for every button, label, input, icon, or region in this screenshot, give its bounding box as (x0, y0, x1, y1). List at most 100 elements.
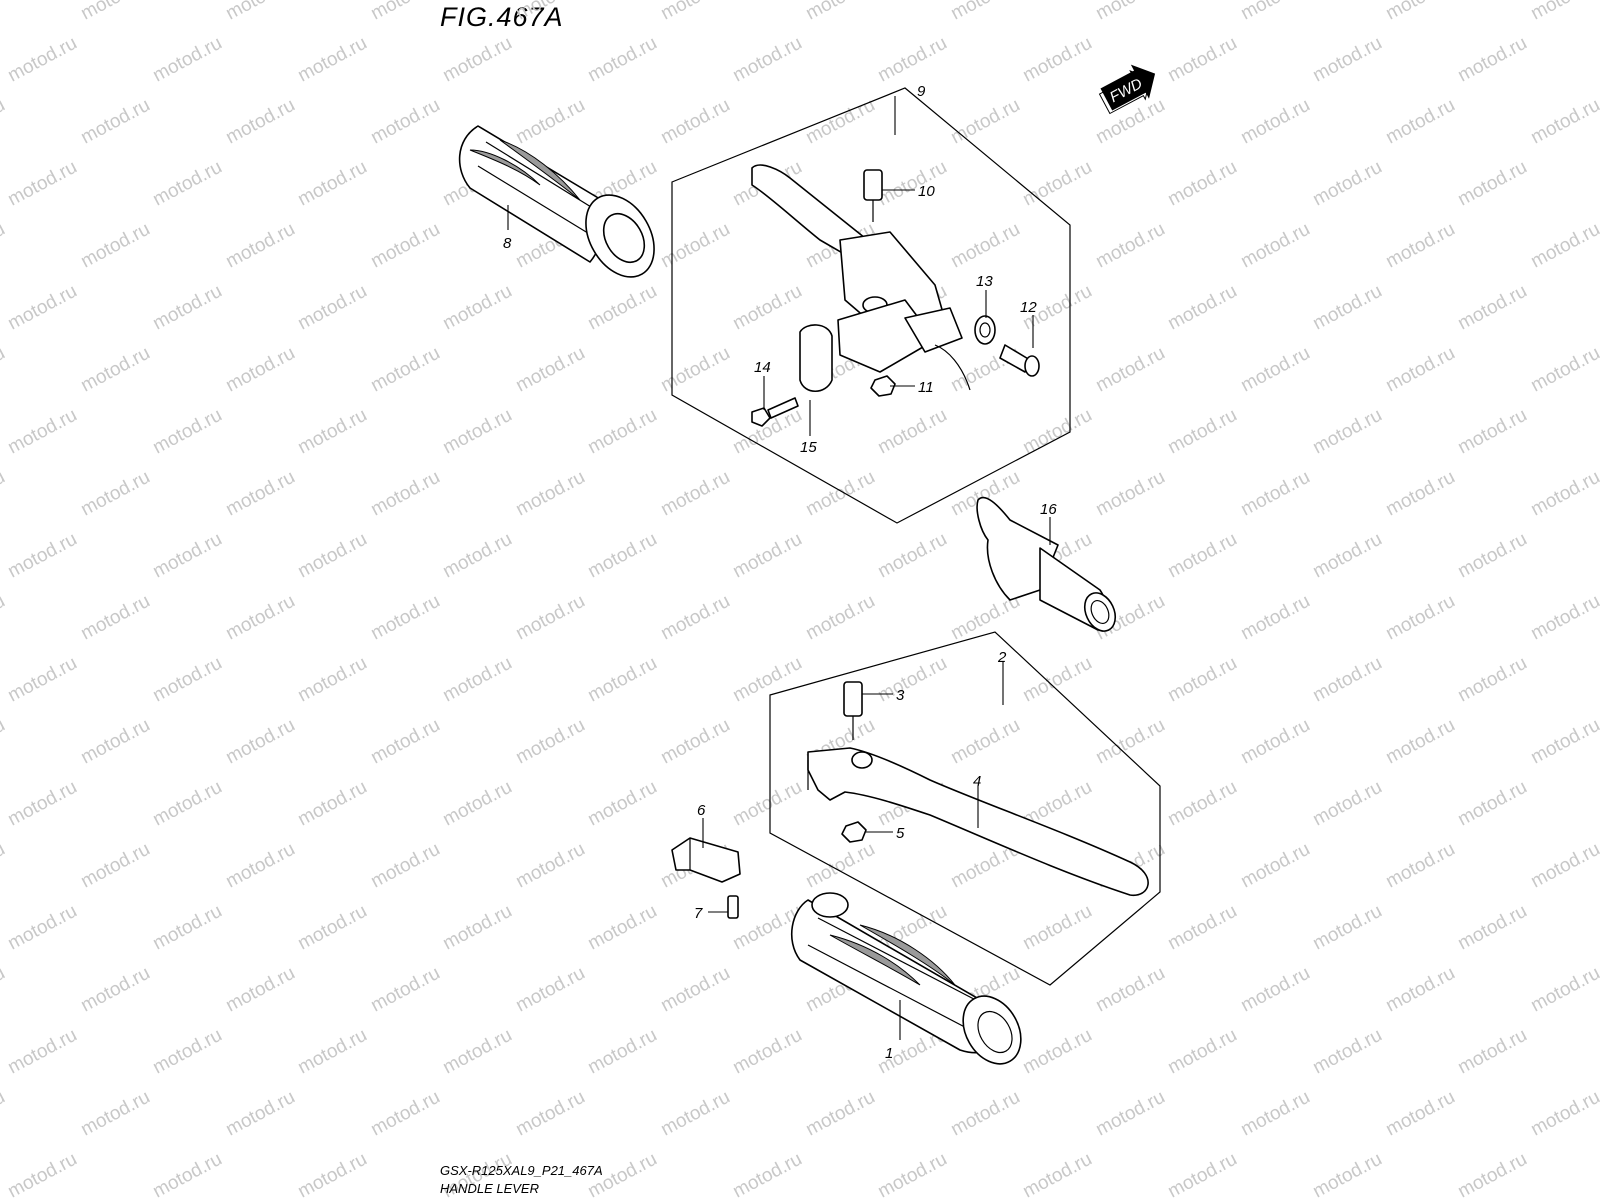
pivot-bolt-upper-part (863, 169, 883, 222)
assembly-2-frame (769, 631, 1161, 986)
watermark-text: motod.ru (1092, 467, 1168, 521)
callout-labels: 1 2 3 4 5 6 7 8 9 10 11 12 13 14 15 16 (503, 83, 1057, 1062)
watermark-text: motod.ru (294, 1149, 370, 1200)
watermark-text: motod.ru (222, 219, 298, 273)
watermark-text: motod.ru (4, 529, 80, 583)
watermark-text: motod.ru (4, 901, 80, 955)
watermark-text: motod.ru (1309, 777, 1385, 831)
watermark-text: motod.ru (1309, 1025, 1385, 1079)
watermark-text: motod.ru (222, 591, 298, 645)
watermark-text: motod.ru (439, 901, 515, 955)
watermark-text: motod.ru (0, 467, 9, 521)
watermark-text: motod.ru (947, 1087, 1023, 1141)
watermark-text: motod.ru (294, 157, 370, 211)
watermark-text: motod.ru (512, 1087, 588, 1141)
watermark-text: motod.ru (1164, 901, 1240, 955)
watermark-text: motod.ru (1454, 281, 1530, 335)
watermark-text: motod.ru (1309, 901, 1385, 955)
watermark-text: motod.ru (1309, 529, 1385, 583)
watermark-text: motod.ru (1382, 715, 1458, 769)
watermark-text: motod.ru (1382, 963, 1458, 1017)
watermark-text: motod.ru (222, 343, 298, 397)
watermark-text: motod.ru (1454, 653, 1530, 707)
watermark-text: motod.ru (222, 715, 298, 769)
watermark-text: motod.ru (1019, 1149, 1095, 1200)
watermark-text: motod.ru (77, 343, 153, 397)
watermark-text: motod.ru (4, 281, 80, 335)
watermark-text: motod.ru (149, 33, 225, 87)
watermark-text: motod.ru (439, 777, 515, 831)
watermark-text: motod.ru (0, 591, 9, 645)
callout-7: 7 (694, 905, 703, 922)
nut-5-part (841, 821, 867, 843)
watermark-text: motod.ru (584, 653, 660, 707)
watermark-text: motod.ru (802, 467, 878, 521)
watermark-text: motod.ru (0, 963, 9, 1017)
watermark-text: motod.ru (1237, 343, 1313, 397)
callout-12: 12 (1020, 299, 1037, 316)
watermark-text: motod.ru (0, 0, 9, 24)
leader-lines (507, 96, 1051, 1040)
watermark-text: motod.ru (584, 33, 660, 87)
watermark-text: motod.ru (77, 591, 153, 645)
watermark-text: motod.ru (294, 653, 370, 707)
watermark-text: motod.ru (1454, 529, 1530, 583)
watermark-text: motod.ru (657, 0, 733, 24)
watermark-text: motod.ru (4, 157, 80, 211)
watermark-text: motod.ru (149, 901, 225, 955)
watermark-text: motod.ru (1527, 591, 1600, 645)
watermark-text: motod.ru (1382, 219, 1458, 273)
watermark-text: motod.ru (1527, 715, 1600, 769)
callout-1: 1 (885, 1045, 893, 1062)
watermark-text: motod.ru (584, 777, 660, 831)
watermark-text: motod.ru (729, 777, 805, 831)
watermark-text: motod.ru (512, 963, 588, 1017)
brake-switch-part (671, 837, 741, 883)
watermark-text: motod.ru (1309, 281, 1385, 335)
watermark-text: motod.ru (222, 1087, 298, 1141)
watermark-text: motod.ru (874, 33, 950, 87)
screw-7-part (727, 895, 739, 919)
watermark-text: motod.ru (439, 529, 515, 583)
watermark-text: motod.ru (1527, 963, 1600, 1017)
watermark-text: motod.ru (0, 839, 9, 893)
watermark-text: motod.ru (802, 0, 878, 24)
watermark-text: motod.ru (1237, 839, 1313, 893)
figure-title: FIG.467A (440, 2, 564, 32)
callout-8: 8 (503, 235, 512, 252)
watermark-text: motod.ru (1164, 777, 1240, 831)
assembly-9-frame (671, 87, 1071, 524)
watermark-text: motod.ru (1164, 157, 1240, 211)
watermark-text: motod.ru (1454, 901, 1530, 955)
watermark-text: motod.ru (1237, 95, 1313, 149)
watermark-text: motod.ru (1164, 1149, 1240, 1200)
watermark-text: motod.ru (1382, 467, 1458, 521)
callout-11: 11 (918, 379, 934, 396)
callout-10: 10 (918, 183, 935, 200)
watermark-text: motod.ru (0, 219, 9, 273)
watermark-text: motod.ru (729, 529, 805, 583)
watermark-text: motod.ru (149, 777, 225, 831)
watermark-text: motod.ru (1164, 529, 1240, 583)
watermark-text: motod.ru (77, 219, 153, 273)
watermark-text: motod.ru (1527, 1087, 1600, 1141)
watermark-text: motod.ru (802, 1087, 878, 1141)
watermark-text: motod.ru (222, 95, 298, 149)
watermark-text: motod.ru (222, 0, 298, 24)
bolt-14-part (751, 397, 799, 427)
watermark-text: motod.ru (512, 591, 588, 645)
watermark-text: motod.ru (512, 95, 588, 149)
watermark-text: motod.ru (4, 1149, 80, 1200)
nut-11-part (870, 375, 896, 397)
watermark-text: motod.ru (1309, 33, 1385, 87)
watermark-text: motod.ru (1237, 1087, 1313, 1141)
watermark-text: motod.ru (439, 33, 515, 87)
callout-4: 4 (973, 773, 981, 790)
watermark-text: motod.ru (439, 405, 515, 459)
watermark-text: motod.ru (729, 1025, 805, 1079)
pivot-bolt-lower-part (843, 681, 863, 740)
watermark-text: motod.ru (294, 901, 370, 955)
watermark-text: motod.ru (1237, 0, 1313, 24)
watermark-text: motod.ru (367, 1087, 443, 1141)
watermark-text: motod.ru (1527, 219, 1600, 273)
